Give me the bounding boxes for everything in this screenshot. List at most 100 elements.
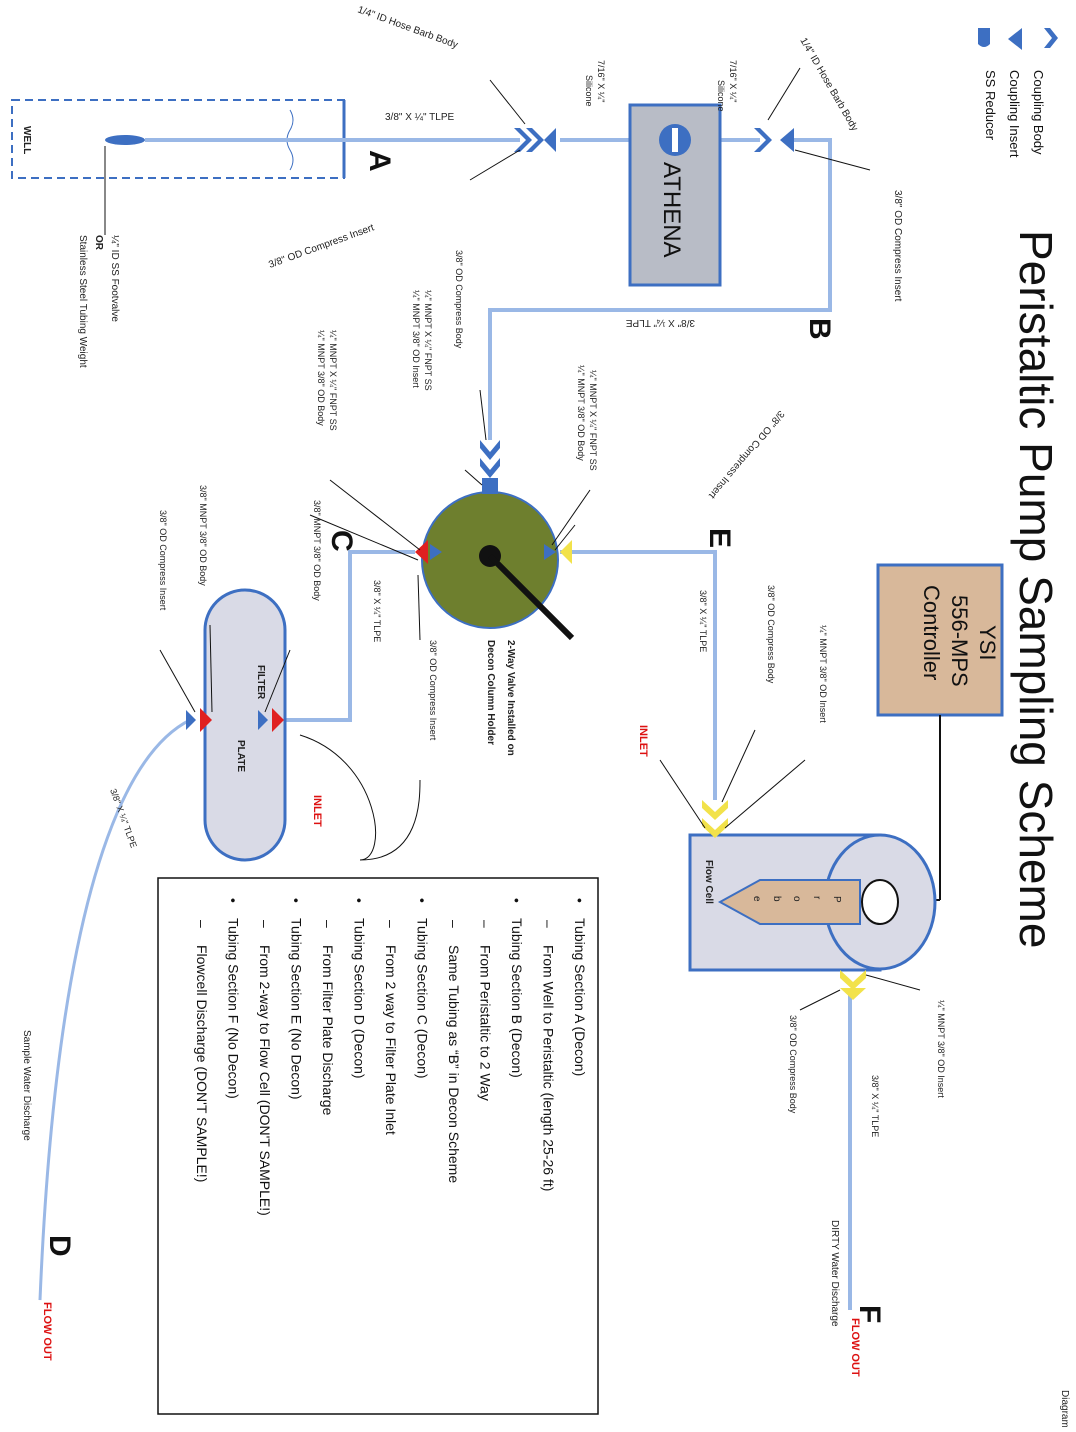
valve-right-fitting — [560, 540, 572, 564]
footvalve-line-2: Stainless Steel Tubing Weight — [77, 235, 88, 368]
note-bullet: • — [289, 898, 305, 903]
compress-insert-right-label: 3/8" OD Compress Insert — [706, 408, 786, 501]
athena-label: ATHENA — [658, 162, 685, 258]
mnpt-filter-body-label: 3/8" MNPT 3/8" OD Body — [312, 500, 322, 601]
compress-insert-b-label: 3/8" OD Compress Insert — [892, 190, 903, 302]
section-letter-c: C — [325, 530, 358, 552]
probe-o: o — [791, 896, 802, 902]
section-letter-e: E — [703, 528, 736, 548]
compress-body-f-label: 3/8" OD Compress Body — [788, 1015, 798, 1114]
note-text: Tubing Section B (Decon) — [509, 918, 525, 1078]
footvalve-or: OR — [93, 235, 104, 251]
note-bullet: – — [478, 920, 494, 928]
note-text: Tubing Section F (No Decon) — [226, 918, 242, 1099]
fittings-a — [514, 128, 794, 152]
ysi-controller: YSI 556-MPS Controller — [876, 563, 1004, 901]
silicone-right-line-2: Silicone — [716, 80, 726, 112]
mnpt-filter-body2-label: 3/8" MNPT 3/8" OD Body — [198, 485, 208, 586]
compress-body-e-label: 3/8" OD Compress Body — [766, 585, 776, 684]
compress-insert-c-label: 3/8" OD Compress Insert — [428, 640, 438, 741]
compress-insert-filter-label: 3/8" OD Compress Insert — [158, 510, 168, 611]
tubing-d — [38, 718, 191, 1301]
notes-box: • Tubing Section A (Decon) – From Well to P… — [157, 877, 599, 1415]
sample-discharge-label: Sample Water Discharge — [21, 1030, 32, 1141]
mnpt-left-1-label: ¼" MNPT X ¼" FNPT SS — [328, 330, 338, 431]
inlet-filter-label: INLET — [311, 795, 323, 827]
legend: Coupling Body Coupling Insert SS Reducer — [978, 28, 1058, 158]
legend-ss-reducer: SS Reducer — [983, 70, 998, 141]
legend-coupling-insert: Coupling Insert — [1007, 70, 1022, 158]
tlpe-c-label: 3/8" X ¼" TLPE — [372, 580, 382, 642]
probe-icon — [717, 879, 861, 925]
mnpt-left-2-label: ¼" MNPT 3/8" OD Body — [316, 330, 326, 426]
controller-line-3: Controller — [919, 585, 944, 680]
mnpt-flow-out-label: ¼" MNPT 3/8" OD Insert — [936, 1000, 946, 1098]
well-label: WELL — [21, 126, 32, 154]
note-text: From 2 way to Filter Plate Inlet — [383, 945, 399, 1135]
section-letter-f: F — [853, 1305, 886, 1323]
note-text: From Filter Plate Discharge — [320, 945, 336, 1116]
note-text: Tubing Section A (Decon) — [572, 918, 588, 1076]
note-bullet: – — [194, 920, 210, 928]
inlet-flowcell-label: INLET — [637, 725, 649, 757]
note-text: Tubing Section C (Decon) — [415, 918, 431, 1079]
dirty-discharge-label: DIRTY Water Discharge — [829, 1220, 840, 1327]
probe-p: P — [831, 896, 842, 903]
note-text: Tubing Section E (No Decon) — [289, 918, 305, 1100]
note-bullet: • — [415, 898, 431, 903]
note-bullet: – — [383, 920, 399, 928]
note-bullet: • — [226, 898, 242, 903]
flow-cell: P r o b e Flow Cell — [688, 800, 937, 1000]
mnpt-top-1-label: ¼" MNPT X ¼" FNPT SS — [423, 290, 433, 391]
tlpe-b-label: 3/8" X ¼" TLPE — [625, 317, 695, 329]
note-bullet: – — [257, 920, 273, 928]
leader-lines — [104, 67, 921, 1011]
note-text: From Peristaltic to 2 Way — [478, 945, 494, 1101]
hose-barb-left-label: 1/4" ID Hose Barb Body — [356, 4, 459, 51]
mnpt-top-2-label: ¼" MNPT 3/8" OD Insert — [411, 290, 421, 388]
filter-plate: FILTER PLATE — [186, 588, 287, 862]
tlpe-e-label: 3/8" X ¼" TLPE — [698, 590, 708, 652]
section-letter-d: D — [43, 1235, 76, 1257]
note-text: From Well to Peristaltic (length 25-26 f… — [541, 945, 557, 1191]
silicone-left-line-2: Silicone — [584, 75, 594, 107]
note-text: From 2-way to Flow Cell (DON'T SAMPLE!) — [257, 945, 273, 1216]
filter-plate-line-1: FILTER — [255, 665, 266, 700]
silicone-right-line-1: 7/16" X ¼" — [728, 60, 738, 102]
flow-cell-label: Flow Cell — [703, 860, 714, 904]
flow-out-f-label: FLOW OUT — [849, 1318, 861, 1377]
note-bullet: – — [446, 920, 462, 928]
filter-plate-line-2: PLATE — [235, 740, 246, 772]
probe-b: b — [771, 896, 782, 902]
note-bullet: – — [541, 920, 557, 928]
controller-line-1: YSI — [975, 625, 1000, 660]
hose-barb-right-label: 1/4" ID Hose Barb Body — [797, 36, 859, 133]
footvalve-line-1: ¼" ID SS Footvalve — [109, 235, 121, 322]
probe-e: e — [751, 896, 762, 902]
tubing — [145, 138, 852, 1310]
section-letter-b: B — [803, 318, 836, 340]
diagram-id: Diagram SOP-1 — [1059, 1390, 1070, 1427]
note-text: Flowcell Discharge (DON'T SAMPLE!) — [194, 945, 210, 1182]
note-bullet: • — [509, 898, 525, 903]
mnpt-right-1-label: ¼" MNPT X ¼" FNPT SS — [588, 370, 598, 471]
coupling-insert-icon — [1008, 28, 1022, 50]
mnpt-flow-in-label: ¼" MNPT 3/8" OD Insert — [818, 625, 828, 723]
valve-caption-2: Decon Column Holder — [485, 640, 496, 745]
valve-top-fitting — [480, 440, 500, 460]
note-bullet: – — [320, 920, 336, 928]
athena-pump: ATHENA — [628, 103, 722, 287]
legend-coupling-body: Coupling Body — [1031, 70, 1046, 155]
note-text: Same Tubing as “B” in Decon Scheme — [446, 945, 462, 1183]
note-text: Tubing Section D (Decon) — [352, 918, 368, 1079]
probe-r: r — [811, 896, 822, 900]
footvalve-icon — [105, 135, 145, 145]
compress-insert-a-label: 3/8" OD Compress Insert — [267, 222, 376, 271]
section-letter-a: A — [363, 150, 396, 172]
note-bullet: • — [352, 898, 368, 903]
note-bullet: • — [572, 898, 588, 903]
mnpt-right-2-label: ¼" MNPT 3/8" OD Body — [576, 365, 586, 461]
page-title: Peristaltic Pump Sampling Scheme — [1010, 230, 1062, 948]
ss-reducer-icon — [978, 28, 990, 47]
